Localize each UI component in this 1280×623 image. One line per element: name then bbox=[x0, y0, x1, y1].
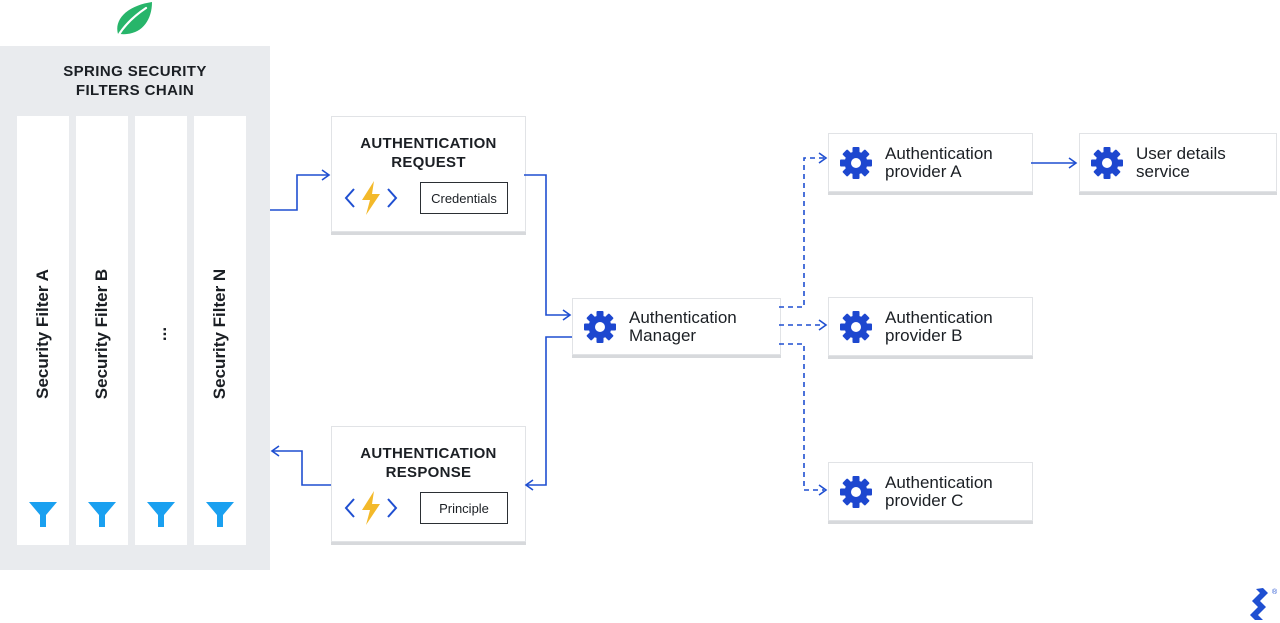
title-line1: AUTHENTICATION bbox=[360, 445, 497, 462]
filter-label: Security Filter A bbox=[33, 269, 52, 399]
funnel-icon bbox=[147, 502, 175, 527]
security-filters-chain-panel: SPRING SECURITY FILTERS CHAIN Security F… bbox=[0, 46, 270, 570]
security-filter-b: Security Filter B bbox=[76, 116, 128, 545]
text-line2: service bbox=[1136, 161, 1190, 181]
gear-icon bbox=[840, 310, 872, 343]
filter-label: Security Filter B bbox=[92, 268, 111, 400]
funnel-icon bbox=[88, 502, 116, 527]
box-text: Authentication provider A bbox=[885, 143, 993, 181]
filter-label: Security Filter N bbox=[210, 268, 229, 400]
text-line1: Authentication bbox=[885, 307, 993, 327]
text-line2: Manager bbox=[629, 325, 697, 345]
lightning-icon bbox=[362, 181, 380, 215]
arrow-response-to-chain bbox=[273, 450, 331, 486]
funnel-icon bbox=[206, 502, 234, 527]
authentication-response-box: AUTHENTICATION RESPONSE Principle bbox=[331, 426, 526, 542]
filter-label: ... bbox=[151, 326, 170, 342]
principle-label: Principle bbox=[420, 492, 508, 524]
gear-icon bbox=[584, 310, 616, 343]
box-title: AUTHENTICATION REQUEST bbox=[332, 134, 525, 172]
box-text: Authentication provider B bbox=[885, 307, 993, 345]
lightning-icon bbox=[362, 491, 380, 525]
text-line2: provider C bbox=[885, 490, 964, 510]
authentication-provider-b-box: Authentication provider B bbox=[828, 297, 1033, 356]
security-filter-a: Security Filter A bbox=[17, 116, 69, 545]
chain-title: SPRING SECURITY FILTERS CHAIN bbox=[0, 62, 270, 100]
security-filter-n: Security Filter N bbox=[194, 116, 246, 545]
security-filter-ellipsis: ... bbox=[135, 116, 187, 545]
code-brackets-icon bbox=[344, 491, 398, 525]
box-title: AUTHENTICATION RESPONSE bbox=[332, 444, 525, 482]
funnel-icon bbox=[29, 502, 57, 527]
arrow-request-to-manager bbox=[524, 174, 569, 316]
box-text: Authentication Manager bbox=[629, 307, 737, 345]
gear-icon bbox=[1091, 146, 1123, 179]
arrow-manager-to-response bbox=[527, 336, 572, 486]
box-text: User details service bbox=[1136, 143, 1226, 181]
chain-title-line1: SPRING SECURITY bbox=[63, 63, 207, 80]
authentication-provider-c-box: Authentication provider C bbox=[828, 462, 1033, 521]
credentials-label: Credentials bbox=[420, 182, 508, 214]
gear-icon bbox=[840, 146, 872, 179]
svg-text:®: ® bbox=[1272, 588, 1278, 596]
text-line2: provider A bbox=[885, 161, 962, 181]
title-line2: REQUEST bbox=[391, 154, 466, 171]
dashed-arrow-manager-to-provider-c bbox=[779, 343, 824, 491]
box-text: Authentication provider C bbox=[885, 472, 993, 510]
spring-leaf-icon bbox=[116, 2, 152, 38]
arrow-chain-to-request bbox=[270, 174, 328, 211]
text-line1: Authentication bbox=[629, 307, 737, 327]
toptal-logo-icon: ® bbox=[1250, 588, 1278, 620]
gear-icon bbox=[840, 475, 872, 508]
user-details-service-box: User details service bbox=[1079, 133, 1277, 192]
dashed-arrow-manager-to-provider-a bbox=[779, 157, 824, 308]
chain-title-line2: FILTERS CHAIN bbox=[75, 82, 195, 99]
text-line2: provider B bbox=[885, 325, 963, 345]
title-line1: AUTHENTICATION bbox=[360, 135, 497, 152]
text-line1: Authentication bbox=[885, 143, 993, 163]
code-brackets-icon bbox=[344, 181, 398, 215]
authentication-request-box: AUTHENTICATION REQUEST Credentials bbox=[331, 116, 526, 232]
authentication-manager-box: Authentication Manager bbox=[572, 298, 781, 355]
text-line1: Authentication bbox=[885, 472, 993, 492]
authentication-provider-a-box: Authentication provider A bbox=[828, 133, 1033, 192]
text-line1: User details bbox=[1136, 143, 1226, 163]
title-line2: RESPONSE bbox=[385, 464, 472, 481]
